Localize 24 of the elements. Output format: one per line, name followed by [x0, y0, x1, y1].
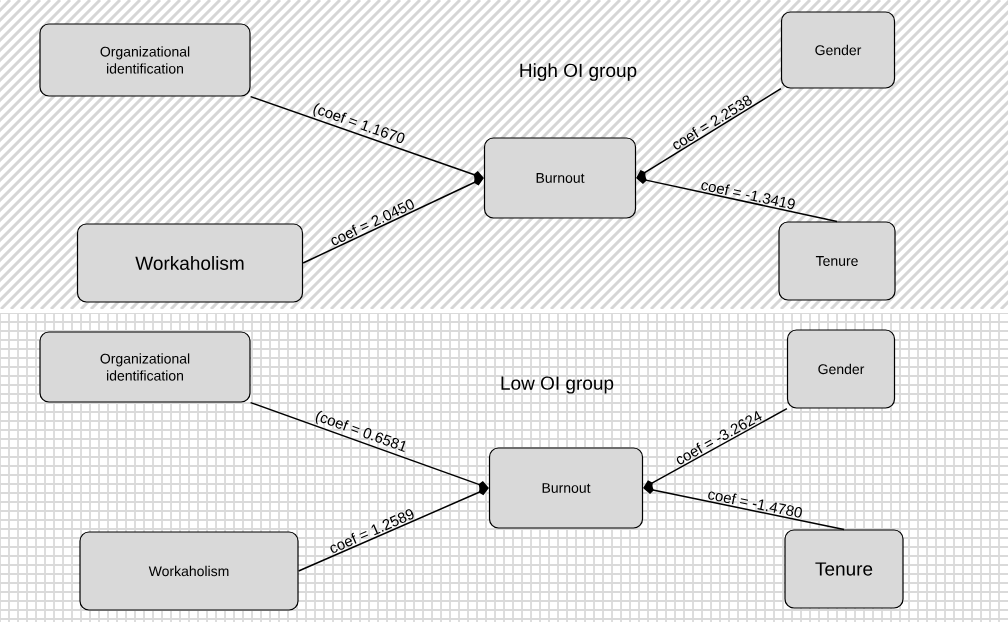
rounded-box: Burnout [483, 137, 637, 219]
arrow [643, 485, 845, 531]
rounded-box: Organizational identification [39, 331, 251, 403]
rounded-box: Workaholism [79, 531, 299, 611]
rounded-box: Gender [786, 329, 896, 409]
edge-label: coef = -1.3419 [701, 182, 795, 210]
rounded-box: Tenure [778, 221, 896, 301]
arrow [636, 175, 838, 223]
rounded-box: Burnout [488, 447, 644, 529]
arrow [302, 177, 484, 264]
arrow [249, 401, 489, 490]
panel-title: Low OI group [501, 376, 614, 394]
arrow [636, 87, 782, 178]
edge-label: (coef = 1.1670 [313, 103, 405, 144]
edge-label: coef = -1.4780 [708, 491, 802, 518]
edge-label: (coef = 0.6581 [315, 410, 406, 453]
rounded-box: Workaholism [76, 223, 304, 303]
rounded-box: Gender [780, 11, 896, 89]
arrow [297, 487, 489, 572]
panel-title: High OI group [520, 63, 637, 81]
arrow [249, 95, 484, 180]
rounded-box: Tenure [784, 529, 904, 609]
arrow [643, 407, 788, 489]
rounded-box: Organizational identification [39, 23, 251, 97]
